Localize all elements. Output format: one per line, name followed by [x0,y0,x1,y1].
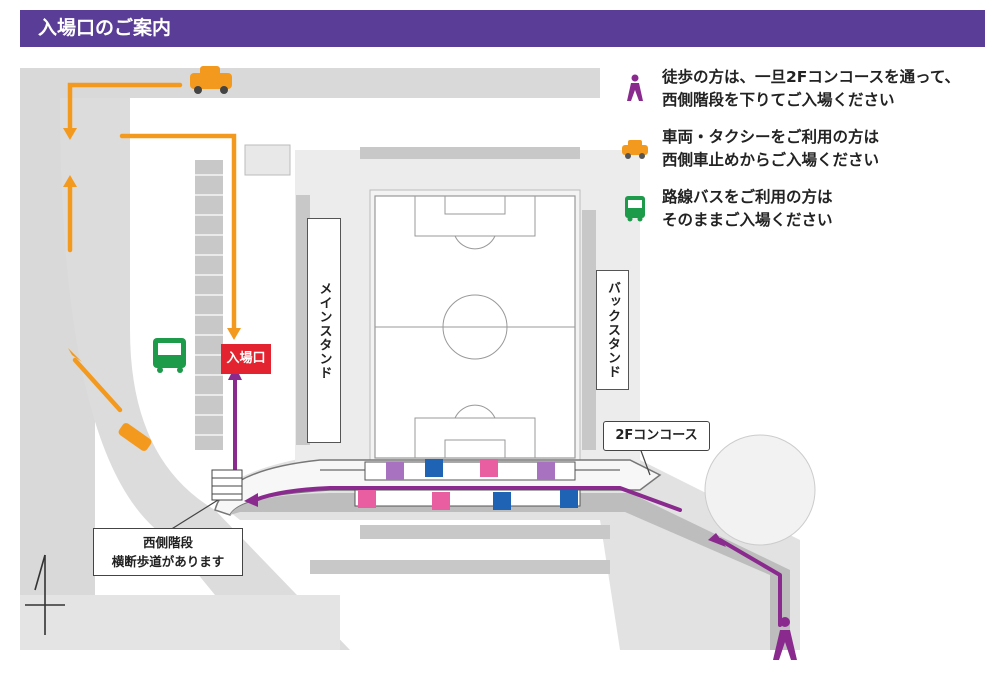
toilet-icons [358,459,578,510]
legend-item-walk: 徒歩の方は、一旦2Fコンコースを通って、 西側階段を下りてご入場ください [620,66,990,112]
taxi-icon [622,140,648,159]
legend-car-line-1: 車両・タクシーをご利用の方は [662,128,880,146]
stadium-block [195,144,816,574]
legend-walk-line-2: 西側階段を下りてご入場ください [662,91,895,109]
west-stairs-icon [211,469,243,501]
car-arrowheads [63,128,241,362]
legend-car-line-2: 西側車止めからご入場ください [662,151,880,169]
legend-bus-line-1: 路線バスをご利用の方は [662,188,833,206]
entrance-label: 入場口 [221,344,271,374]
north-arrow-icon [25,554,65,635]
legend-item-car: 車両・タクシーをご利用の方は 西側車止めからご入場ください [620,126,990,172]
bus-icon [625,196,645,222]
car-route [67,82,237,413]
main-stand-label: メインスタンド [307,218,341,443]
back-stand-label: バックスタンド [596,270,629,390]
concourse-callout: 2Fコンコース [603,421,710,451]
legend-item-bus: 路線バスをご利用の方は そのままご入場ください [620,186,990,232]
legend: 徒歩の方は、一旦2Fコンコースを通って、 西側階段を下りてご入場ください 車両・… [620,66,990,246]
west-stairs-title: 西側階段 [142,535,193,550]
taxi-icon [118,66,232,451]
west-stairs-note: 横断歩道があります [111,554,225,569]
pedestrian-icon [627,74,643,101]
west-stairs-callout: 西側階段 横断歩道があります [93,528,243,576]
page-title: 入場口のご案内 [20,10,985,47]
legend-walk-line-1: 徒歩の方は、一旦2Fコンコースを通って、 [662,68,961,86]
bus-icon [153,338,186,373]
walk-route [233,376,782,627]
legend-bus-line-2: そのままご入場ください [662,211,833,229]
pedestrian-icon [773,617,797,660]
